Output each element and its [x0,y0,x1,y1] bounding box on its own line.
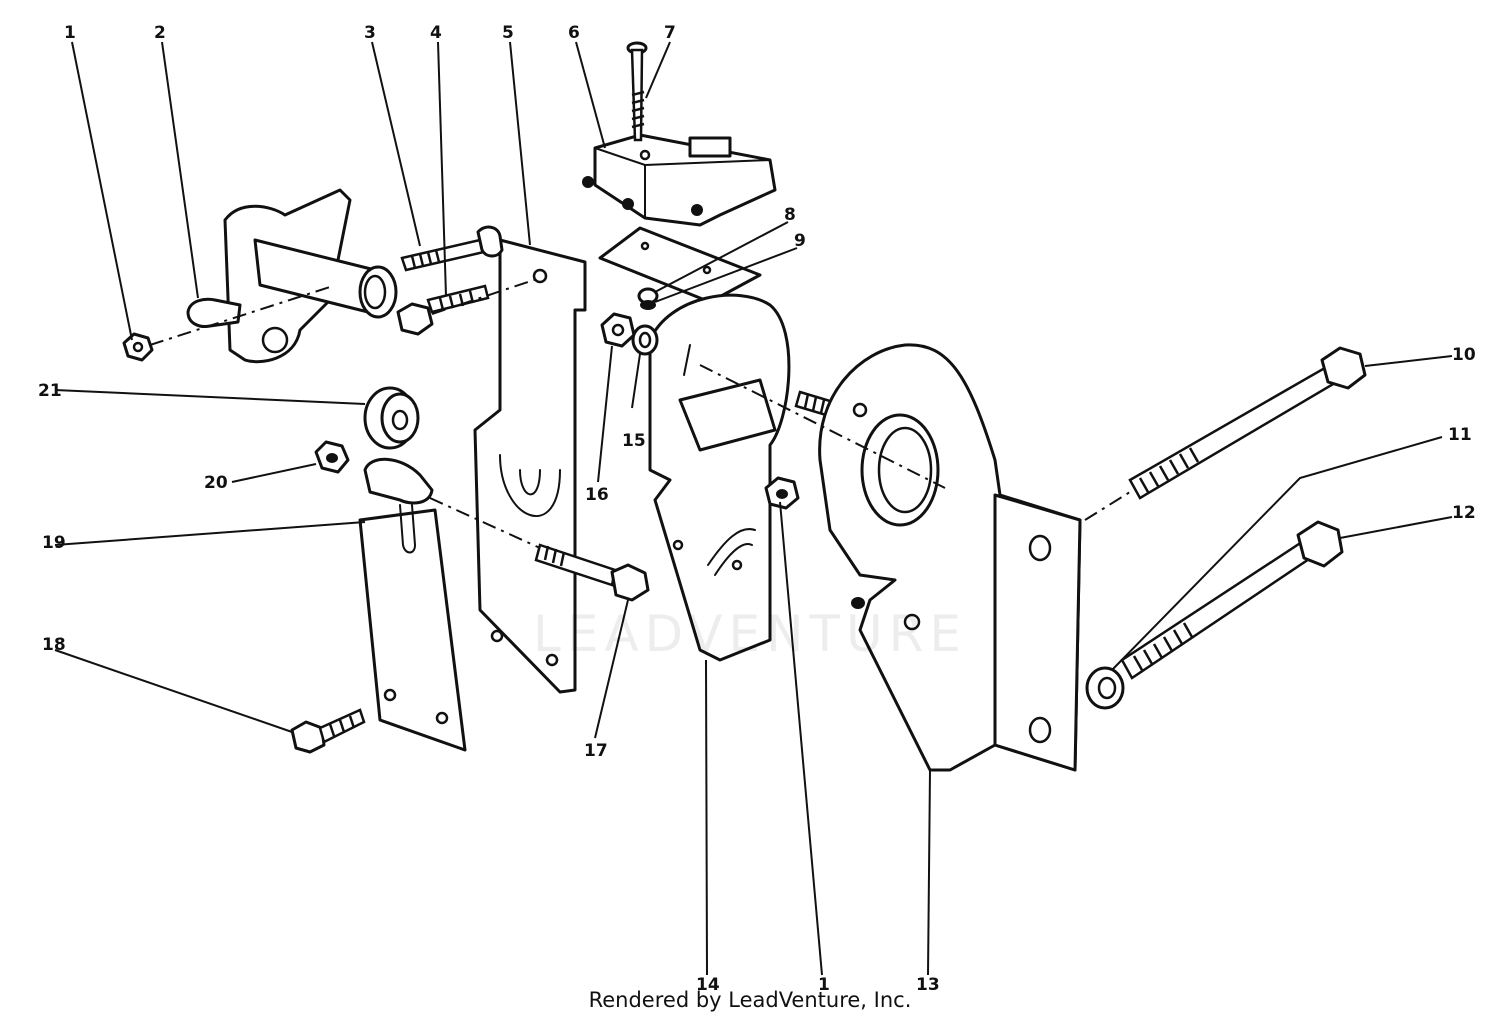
callout-14: 14 [696,975,720,995]
part-18-bolt [290,708,366,754]
callout-labels: 1 2 3 4 5 6 7 8 9 10 11 12 13 14 1 15 16… [38,23,1476,995]
part-10-long-bolt [1128,346,1367,500]
part-21-bearing [363,386,420,450]
callout-16: 16 [585,485,609,505]
part-12-long-bolt [1120,520,1344,680]
footer-credit: Rendered by LeadVenture, Inc. [588,988,912,1012]
part-8-mounting-plate [598,226,762,304]
callout-5: 5 [502,23,514,43]
part-17-bolt [534,543,650,602]
callout-15: 15 [622,431,646,451]
part-20-nut [314,440,350,474]
callout-2: 2 [154,23,166,43]
callout-10: 10 [1452,345,1476,365]
part-6-switch-block [582,133,777,227]
callout-9: 9 [794,231,806,251]
leader-lines [54,41,1453,976]
part-2-lever-housing [186,188,398,364]
callout-17: 17 [584,741,608,761]
callout-7: 7 [664,23,676,43]
callout-8: 8 [784,205,796,225]
callout-12: 12 [1452,503,1476,523]
part-7-screw [626,41,648,142]
callout-6: 6 [568,23,580,43]
part-3-bolt [400,225,504,272]
callout-4: 4 [430,23,442,43]
callout-3: 3 [364,23,376,43]
part-16-nut [600,312,636,348]
part-14-cam-plate [648,293,791,662]
part-4-bolt [396,284,490,336]
callout-20: 20 [204,473,228,493]
part-1-nut-left [122,332,154,362]
callout-11: 11 [1448,425,1472,445]
part-15-washer [631,324,659,356]
part-9-nut [637,287,659,310]
part-19-latch-plate [358,457,467,752]
callout-19: 19 [42,533,66,553]
part-1-nut-right [764,476,800,510]
part-5-bracket-plate [473,238,587,694]
callout-21: 21 [38,381,62,401]
callout-13: 13 [916,975,940,995]
callout-1: 1 [64,23,76,43]
callout-18: 18 [42,635,66,655]
callout-1-lower: 1 [818,975,830,995]
part-11-washer [1085,666,1125,710]
part-13-main-bracket [818,343,1082,772]
